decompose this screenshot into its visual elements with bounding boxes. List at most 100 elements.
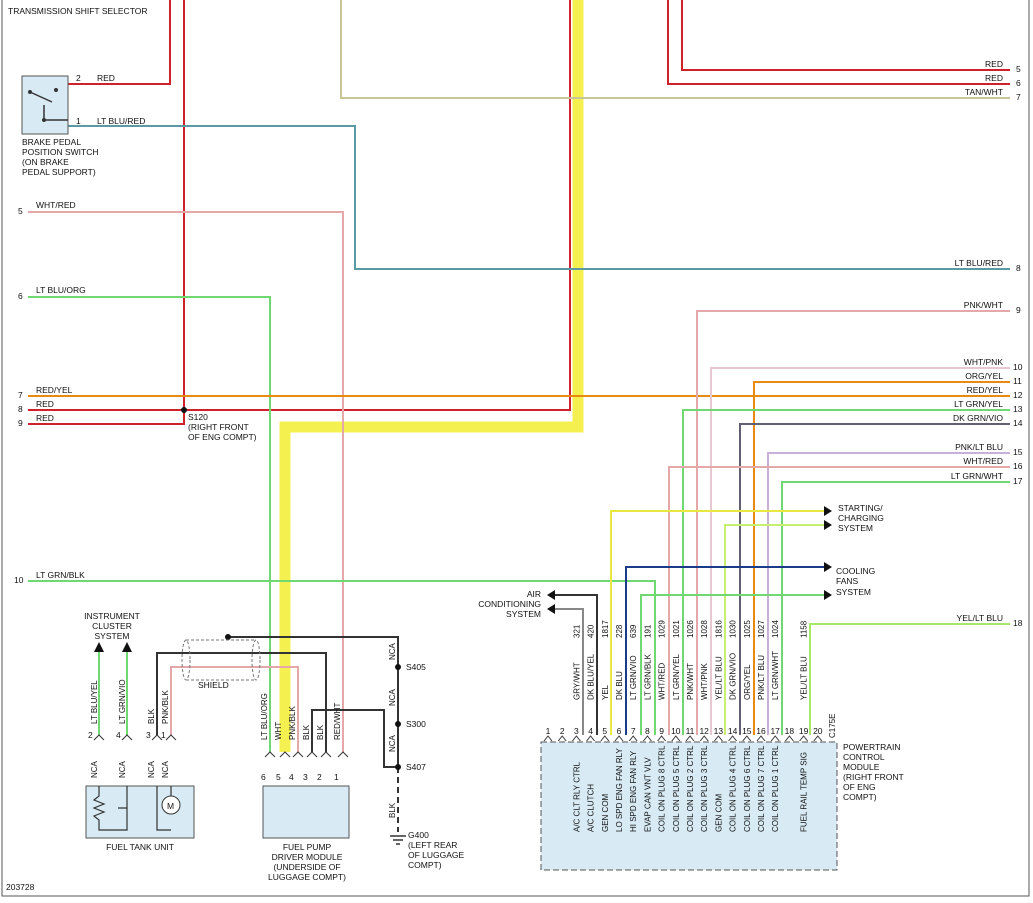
left-wire-color: RED/YEL [36, 385, 73, 395]
pcm-wire-color: YEL [601, 684, 610, 700]
pcm-label-1: POWERTRAIN [843, 742, 900, 752]
arrow-ac-2 [547, 604, 555, 614]
ac-system-label-1: AIR [527, 589, 541, 599]
right-wire-num: 12 [1013, 390, 1023, 400]
tank-pin: 1 [161, 730, 166, 740]
pcm-pin-function: COIL ON PLUG 8 CTRL [658, 745, 667, 832]
pcm-pin-number: 12 [699, 726, 709, 736]
arrow-cluster-2 [122, 642, 132, 652]
right-wire-color: LT BLU/RED [955, 258, 1003, 268]
pcm-circuit-number: 639 [629, 624, 638, 638]
tank-wire-color: PNK/BLK [161, 690, 170, 724]
splice-s300-dot [395, 721, 401, 727]
tank-nca: NCA [90, 760, 99, 778]
starting-system-label-2: CHARGING [838, 513, 884, 523]
pcm-pin-function: A/C CLUTCH [587, 784, 596, 832]
splice-s405-label: S405 [406, 662, 426, 672]
pcm-wire-color: LT GRN/BLK [643, 653, 652, 700]
brake-switch-label-3: (ON BRAKE [22, 157, 69, 167]
right-wire-num: 9 [1016, 305, 1021, 315]
pcm-wire-color: YEL/LT BLU [800, 656, 809, 700]
pcm-pin-number: 13 [714, 726, 724, 736]
pcm-pin-number: 4 [588, 726, 593, 736]
pcm-circuit-number: 1024 [771, 620, 780, 638]
pump-module-label-3: (UNDERSIDE OF [273, 862, 340, 872]
cooling-fans-label-1: COOLING [836, 566, 875, 576]
wire-ltblu-org-left [28, 296, 271, 752]
tank-wire-labels: LT BLU/YEL LT GRN/VIO BLK PNK/BLK 2 4 3 … [88, 679, 170, 778]
ground-label-2: (LEFT REAR [408, 840, 457, 850]
pcm-circuit-number: 1817 [601, 620, 610, 638]
wire-tan-top-7 [340, 0, 1010, 99]
wire-wht-red-right [668, 466, 1010, 735]
wire-dkblu-yel-ac [555, 594, 598, 735]
pcm-pin-number: 2 [560, 726, 565, 736]
pump-pin: 3 [303, 772, 308, 782]
pcm-wire-color: ORG/YEL [743, 664, 752, 700]
pcm-circuit-number: 1816 [714, 620, 723, 638]
right-wire-color: RED/YEL [967, 385, 1004, 395]
right-wire-color: LT GRN/YEL [954, 399, 1003, 409]
brake-switch-label-2: POSITION SWITCH [22, 147, 99, 157]
wire-org-yel [753, 381, 1010, 735]
pcm-wire-color: LT GRN/YEL [672, 654, 681, 700]
splice-s300-label: S300 [406, 719, 426, 729]
pump-wire-color: BLK [302, 724, 311, 740]
pcm-circuit-number: 228 [615, 624, 624, 638]
right-wire-num: 6 [1016, 78, 1021, 88]
left-wire-color: RED [36, 399, 54, 409]
brake-pin-1: 1 [76, 116, 81, 126]
pcm-wire-color: LT GRN/WHT [771, 651, 780, 700]
pcm-pin-terminal [699, 735, 709, 742]
ground-wire-color: BLK [388, 802, 397, 818]
shield-label: SHIELD [198, 680, 229, 690]
pcm-circuit-number: 1021 [672, 620, 681, 638]
pcm-circuit-number: 1025 [743, 620, 752, 638]
shield-graphic [181, 639, 261, 681]
starting-system-label-1: STARTING/ [838, 503, 883, 513]
pump-pin: 4 [289, 772, 294, 782]
cluster-label-2: CLUSTER [92, 621, 132, 631]
splice-s407-dot [395, 764, 401, 770]
wire-pnk-wht [696, 310, 1010, 735]
pcm-connector-label: C175E [828, 714, 837, 738]
tank-wire-color: LT BLU/YEL [90, 680, 99, 724]
wire-red-top-5 [681, 0, 1010, 71]
pcm-pin-terminal [813, 735, 823, 742]
cluster-label-3: SYSTEM [95, 631, 130, 641]
ground-nca-3: NCA [388, 734, 397, 752]
right-wire-color: WHT/PNK [964, 357, 1004, 367]
highlight-path [279, 0, 584, 752]
right-wire-num: 7 [1016, 92, 1021, 102]
pcm-label-6: COMPT) [843, 792, 877, 802]
pcm-pin-function: GEN COM [601, 793, 610, 832]
pcm-pin-terminal [770, 735, 780, 742]
right-wire-num: 10 [1013, 362, 1023, 372]
starting-system-label-3: SYSTEM [838, 523, 873, 533]
pump-wire-color: LT BLU/ORG [260, 693, 269, 740]
ground-nca-1: NCA [388, 642, 397, 660]
splice-shield-dot [225, 634, 231, 640]
wire-blk-pump-2 [311, 709, 398, 768]
brake-pin-2: 2 [76, 73, 81, 83]
right-wire-num: 18 [1013, 618, 1023, 628]
right-wire-num: 15 [1013, 447, 1023, 457]
pcm-pin-terminal [586, 735, 595, 742]
pcm-circuit-number: 1028 [700, 620, 709, 638]
pcm-wire-color: WHT/PNK [700, 662, 709, 700]
wire-gry-wht-ac [555, 608, 584, 735]
pump-wire-color: RED/WHT [333, 703, 342, 740]
pcm-pin-number: 11 [686, 726, 695, 736]
wire-ltblu-red [68, 125, 1010, 270]
wire-yel-gen [610, 510, 824, 735]
pcm-pin-number: 15 [742, 726, 752, 736]
pump-wire-color: WHT [274, 722, 283, 740]
left-wire-color: LT GRN/BLK [36, 570, 85, 580]
tank-pin: 3 [146, 730, 151, 740]
fuel-tank-unit-box: M [85, 785, 195, 839]
right-wire-num: 17 [1013, 476, 1023, 486]
wire-ltgrn-blk-left [28, 580, 656, 735]
pcm-pin-number: 17 [770, 726, 780, 736]
pump-pin: 1 [334, 772, 339, 782]
